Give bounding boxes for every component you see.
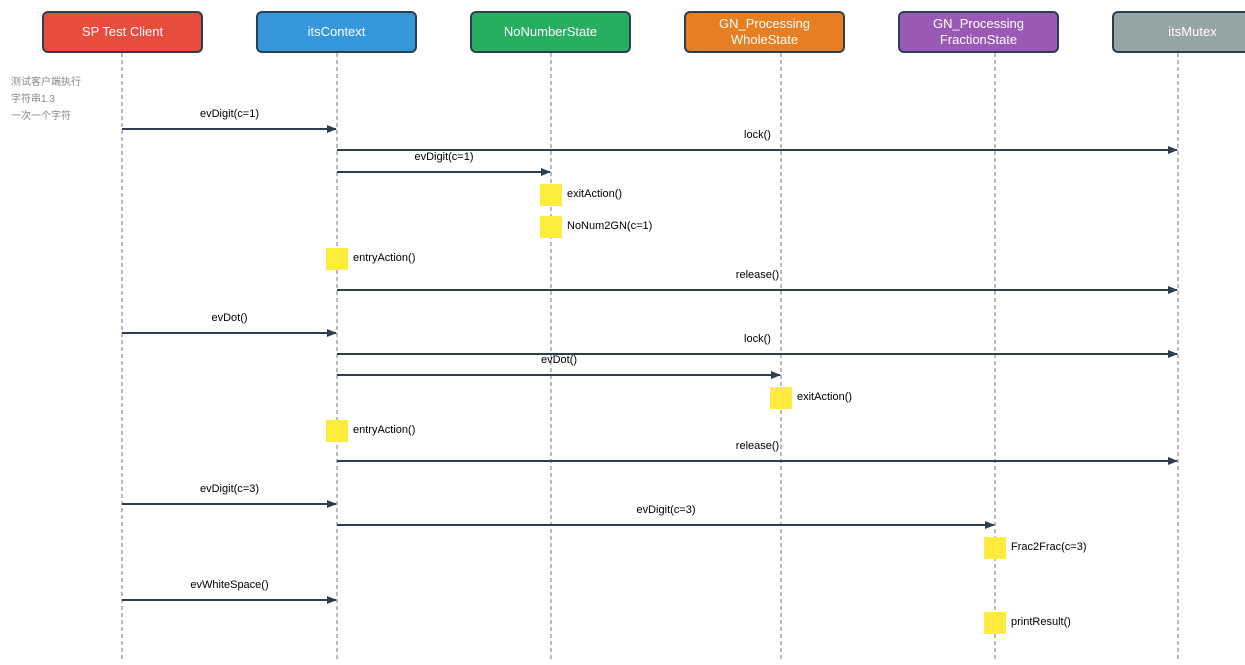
message-label: evDigit(c=1)	[414, 151, 474, 163]
participant-mutex: itsMutex	[1112, 11, 1245, 53]
action-label: entryAction()	[353, 252, 416, 264]
message-label: evDigit(c=3)	[636, 504, 696, 516]
message-label: lock()	[744, 129, 771, 141]
participant-client: SP Test Client	[42, 11, 203, 53]
message-label: release()	[735, 440, 780, 452]
action-marker	[770, 387, 792, 409]
action-label: printResult()	[1011, 616, 1071, 628]
action-marker	[984, 537, 1006, 559]
participant-ctx: itsContext	[256, 11, 417, 53]
action-marker	[326, 248, 348, 270]
action-label: exitAction()	[797, 391, 853, 403]
message-label: evDot()	[211, 312, 248, 324]
action-label: exitAction()	[567, 188, 623, 200]
action-label: NoNum2GN(c=1)	[567, 220, 653, 232]
action-label: entryAction()	[353, 424, 416, 436]
action-marker	[326, 420, 348, 442]
action-marker	[540, 216, 562, 238]
action-marker	[540, 184, 562, 206]
message-label: evWhiteSpace()	[190, 579, 269, 591]
participant-nonum: NoNumberState	[470, 11, 631, 53]
message-label: evDot()	[540, 354, 578, 366]
message-label: release()	[735, 269, 780, 281]
client-note: 测试客户端执行 字符串1.3 一次一个字符	[11, 77, 81, 122]
action-marker	[984, 612, 1006, 634]
participant-frac: GN_Processing FractionState	[898, 11, 1059, 53]
action-label: Frac2Frac(c=3)	[1011, 541, 1087, 553]
message-label: lock()	[744, 333, 771, 345]
participant-whole: GN_Processing WholeState	[684, 11, 845, 53]
message-label: evDigit(c=1)	[200, 108, 259, 120]
message-label: evDigit(c=3)	[200, 483, 259, 495]
